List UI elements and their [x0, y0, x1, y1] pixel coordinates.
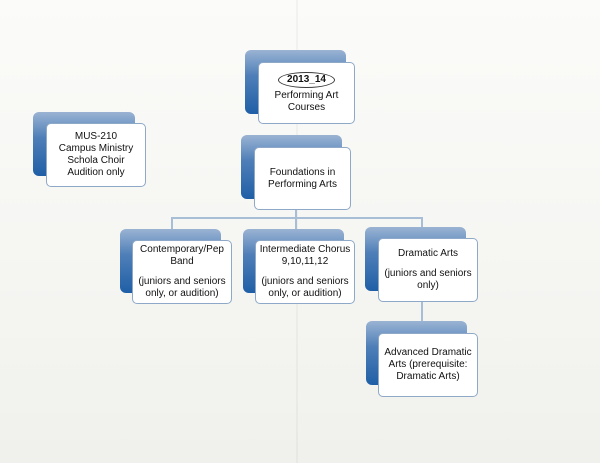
header-line-2: Courses — [287, 102, 326, 113]
contemporary-line-1: Contemporary/Pep — [140, 244, 224, 255]
advanced-line-1: Advanced Dramatic — [384, 347, 472, 358]
campus-line-4: Audition only — [67, 167, 125, 178]
contemporary-note-1: (juniors and seniors — [138, 276, 226, 287]
intermediate-line-2: 9,10,11,12 — [281, 256, 329, 267]
dramatic-note-2: only) — [417, 280, 439, 291]
connector-dramatic-advanced — [421, 301, 423, 331]
foundations-line-1: Foundations in — [269, 166, 336, 178]
advanced-line-2: Arts (prerequisite: — [388, 359, 468, 370]
advanced-line-3: Dramatic Arts) — [396, 371, 460, 382]
contemporary-line-2: Band — [170, 256, 194, 267]
node-header: 2013_14 Performing Art Courses — [245, 50, 355, 124]
node-contemporary: Contemporary/Pep Band (juniors and senio… — [120, 229, 232, 304]
campus-line-3: Schola Choir — [67, 155, 125, 166]
node-dramatic: Dramatic Arts (juniors and seniors only) — [365, 227, 478, 302]
header-line-1: Performing Art — [274, 90, 339, 101]
intermediate-note-2: only, or audition) — [268, 288, 342, 299]
contemporary-note-2: only, or audition) — [145, 288, 219, 299]
intermediate-line-1: Intermediate Chorus — [259, 244, 351, 255]
node-intermediate: Intermediate Chorus 9,10,11,12 (juniors … — [243, 229, 355, 304]
node-advanced: Advanced Dramatic Arts (prerequisite: Dr… — [366, 321, 478, 397]
intermediate-note-1: (juniors and seniors — [261, 276, 349, 287]
connector-foundations-down — [295, 209, 297, 218]
dramatic-line-1: Dramatic Arts — [397, 248, 458, 259]
campus-line-2: Campus Ministry — [58, 143, 134, 154]
year-label: 2013_14 — [278, 72, 335, 88]
connector-contemporary — [171, 217, 173, 237]
node-foundations: Foundations in Performing Arts — [241, 135, 351, 210]
foundations-line-2: Performing Arts — [268, 178, 337, 190]
connector-horizontal — [171, 217, 423, 219]
campus-line-1: MUS-210 — [74, 131, 118, 142]
dramatic-note-1: (juniors and seniors — [384, 268, 472, 279]
connector-intermediate — [295, 217, 297, 237]
node-campus-ministry: MUS-210 Campus Ministry Schola Choir Aud… — [33, 112, 146, 187]
